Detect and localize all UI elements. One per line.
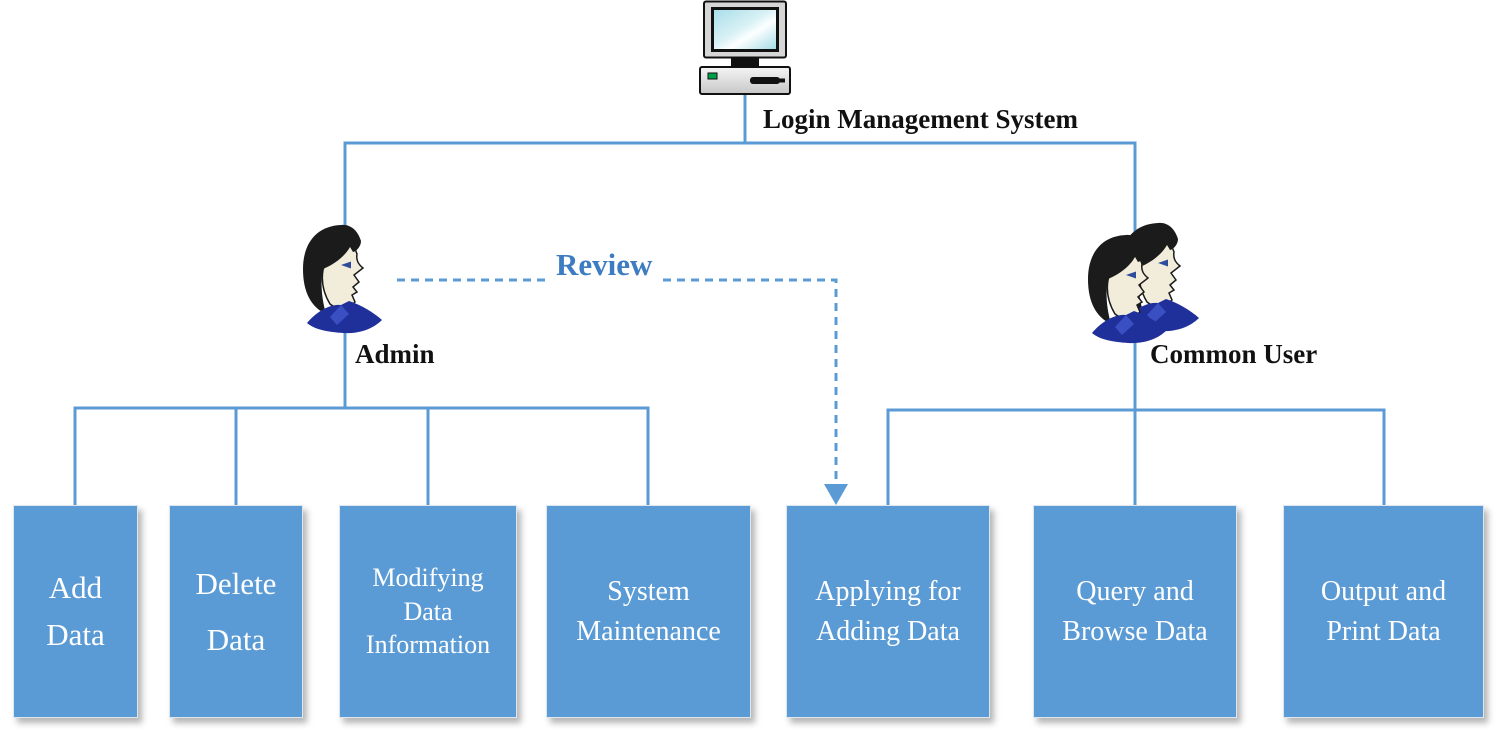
common-users-icon (1082, 222, 1210, 344)
box-delete-data: Delete Data (169, 505, 303, 718)
review-arrowhead (824, 484, 848, 505)
admin-stub-lines (73, 408, 650, 506)
box-output-and-print-data: Output and Print Data (1283, 505, 1484, 718)
review-label: Review (551, 247, 658, 283)
root-label: Login Management System (763, 104, 1078, 134)
computer-icon (695, 0, 795, 96)
review-dashed-arrow (397, 278, 838, 486)
box-add-data: Add Data (13, 505, 138, 718)
box-system-maintenance: System Maintenance (546, 505, 751, 718)
box-applying-for-adding-data: Applying for Adding Data (786, 505, 990, 718)
box-modifying-data-information: Modifying Data Information (339, 505, 517, 718)
common-stub-lines (886, 410, 1386, 506)
box-query-and-browse-data: Query and Browse Data (1033, 505, 1237, 718)
admin-person-icon (296, 224, 394, 336)
admin-label: Admin (355, 339, 435, 369)
common-user-label: Common User (1150, 339, 1318, 369)
